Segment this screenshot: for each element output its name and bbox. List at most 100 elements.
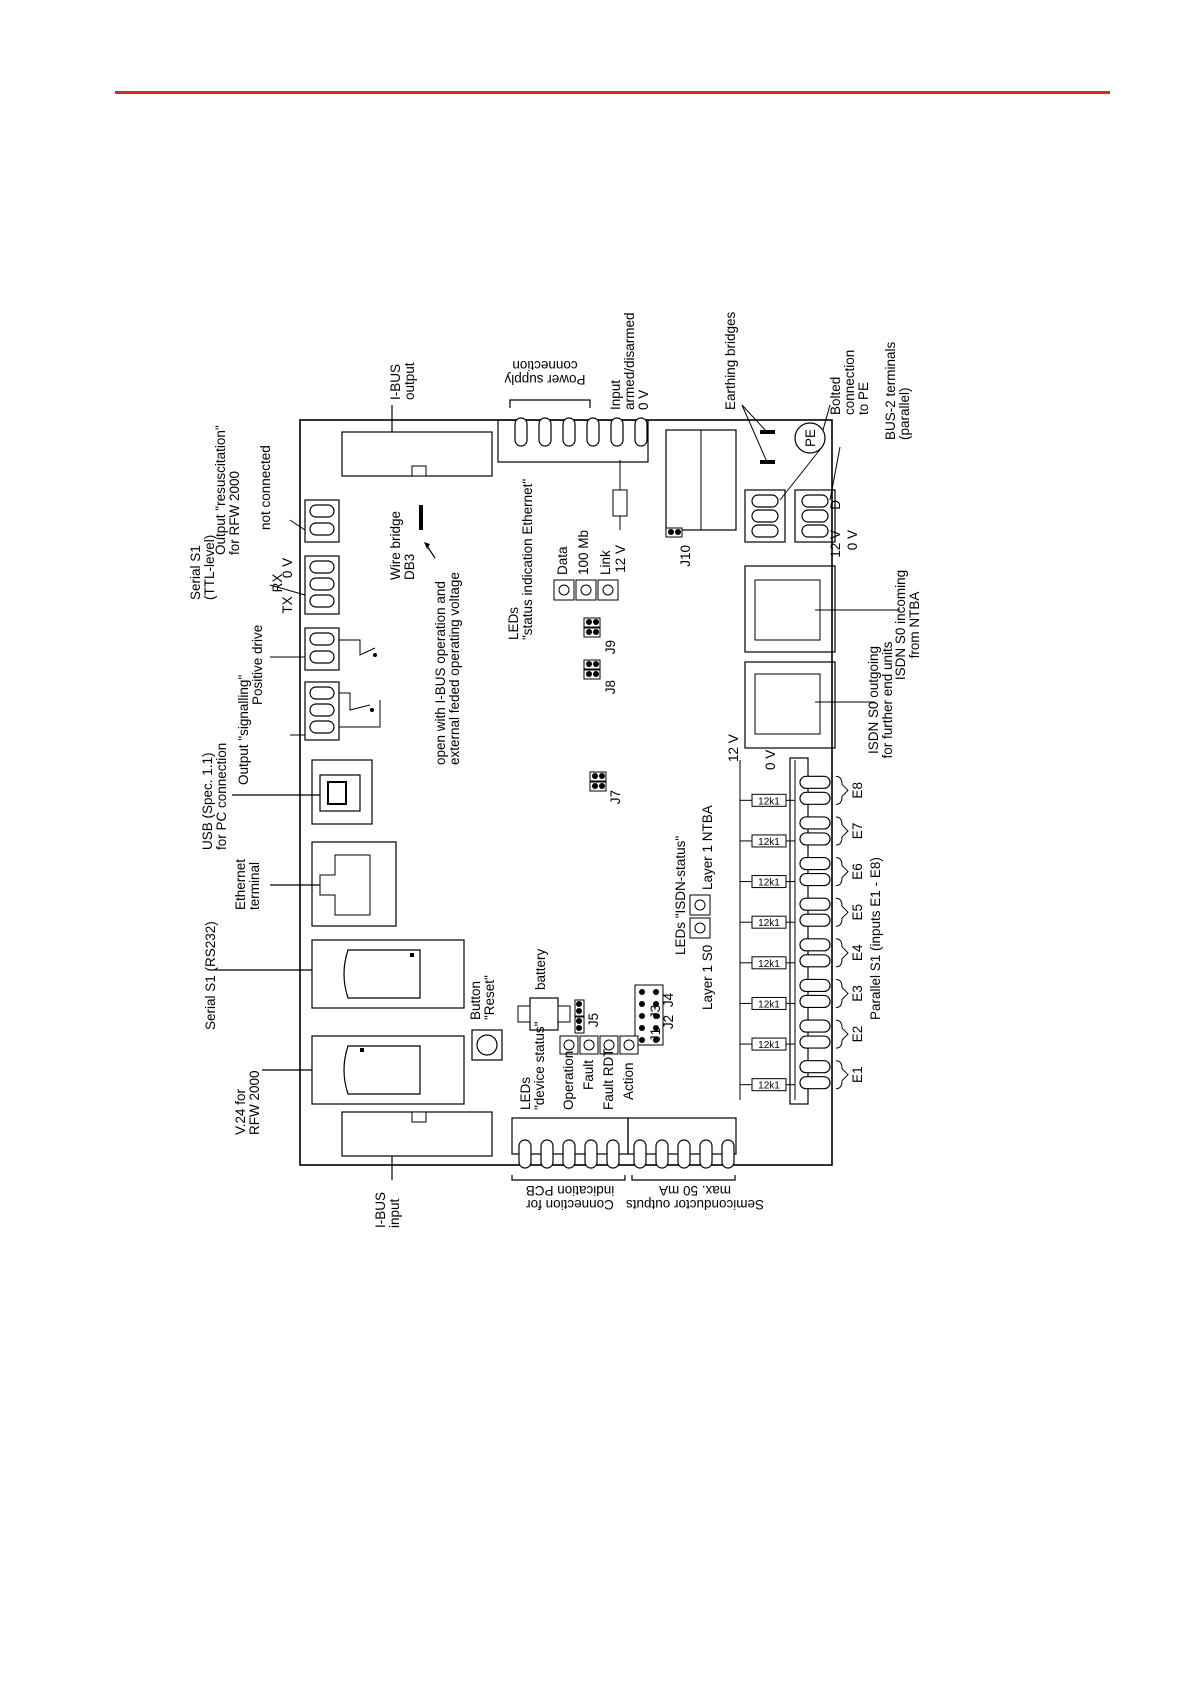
svg-text:J2: J2 xyxy=(661,1015,676,1029)
svg-text:J10: J10 xyxy=(678,545,693,567)
svg-text:J1: J1 xyxy=(648,1028,663,1042)
not-connected-label: not connected xyxy=(258,445,273,530)
svg-text:Action: Action xyxy=(621,1062,636,1100)
svg-text:from NTBA: from NTBA xyxy=(907,592,922,659)
svg-text:0 V: 0 V xyxy=(845,530,860,550)
bus2-label: BUS-2 terminals (parallel) xyxy=(883,341,912,440)
v24-label: V.24 for RFW 2000 xyxy=(233,1070,262,1135)
svg-text:PE: PE xyxy=(803,429,818,447)
open-with-label: open with I-BUS operation and external f… xyxy=(433,572,462,765)
isdn-in-label: ISDN S0 incoming from NTBA xyxy=(893,570,922,680)
svg-text:Button: Button xyxy=(468,981,483,1020)
input-row-e5: 12k1 E5 xyxy=(740,897,865,929)
j8-label: J8 xyxy=(603,680,618,694)
action-label: Action xyxy=(621,1062,636,1100)
svg-text:Output "signalling": Output "signalling" xyxy=(236,675,251,785)
resistor-label: 12k1 xyxy=(758,918,780,929)
v12-top-label: 12 V xyxy=(613,545,628,573)
zero-v-label: 0 V xyxy=(280,558,295,578)
svg-text:Parallel S1 (inputs E1 - E8): Parallel S1 (inputs E1 - E8) xyxy=(868,857,883,1020)
svg-text:Link: Link xyxy=(598,550,613,575)
bolted-label: Bolted connection to PE xyxy=(828,350,871,415)
bus-0v-label: 0 V xyxy=(845,530,860,550)
output-resuscitation-label: Output "resuscitation" for RFW 2000 xyxy=(213,425,242,555)
input-label: E5 xyxy=(850,904,865,921)
input-label: E3 xyxy=(850,985,865,1002)
svg-text:Semiconductor outputs: Semiconductor outputs xyxy=(626,1197,764,1212)
svg-text:V.24 for: V.24 for xyxy=(233,1088,248,1135)
mb100-label: 100 Mb xyxy=(576,530,591,575)
svg-text:for RFW 2000: for RFW 2000 xyxy=(227,471,242,555)
ethernet-terminal xyxy=(270,841,397,927)
svg-text:Operation: Operation xyxy=(561,1051,576,1110)
svg-text:J5: J5 xyxy=(586,1013,601,1027)
positive-drive-terminal xyxy=(270,627,377,671)
resistor-label: 12k1 xyxy=(758,878,780,889)
svg-text:0 V: 0 V xyxy=(636,390,651,410)
input-armed-label: Input armed/disarmed 0 V xyxy=(608,312,651,410)
semiconductor-label: Semiconductor outputs max. 50 mA xyxy=(626,1183,764,1212)
bus2-terminals xyxy=(744,446,841,543)
svg-text:Positive drive: Positive drive xyxy=(250,625,265,705)
svg-text:J7: J7 xyxy=(608,790,623,804)
svg-text:TX: TX xyxy=(280,596,295,613)
svg-text:Output "resuscitation": Output "resuscitation" xyxy=(213,425,228,555)
battery xyxy=(517,997,571,1031)
header-rule xyxy=(115,91,1110,94)
layer1-ntba-label: Layer 1 NTBA xyxy=(700,805,715,890)
inputs-section xyxy=(739,757,809,1105)
fault-rdt-label: Fault RDT xyxy=(601,1048,616,1110)
svg-text:"status indication Ethernet": "status indication Ethernet" xyxy=(520,479,535,640)
input-label: E4 xyxy=(850,944,865,961)
svg-text:J9: J9 xyxy=(603,640,618,654)
wire-bridge-label: Wire bridge DB3 xyxy=(388,511,417,580)
svg-text:connection: connection xyxy=(842,350,857,415)
svg-text:12 V: 12 V xyxy=(828,530,843,558)
svg-text:external feded operating volta: external feded operating voltage xyxy=(447,572,462,765)
link-label: Link xyxy=(598,550,613,575)
semiconductor-outputs-connector xyxy=(627,1117,737,1181)
positive-drive-label: Positive drive xyxy=(250,625,265,705)
device-status-leds xyxy=(559,1035,639,1055)
pe-terminal: PE xyxy=(794,404,831,454)
rx-label: RX xyxy=(270,574,285,593)
isdn-outgoing-jack xyxy=(744,661,875,749)
svg-text:Fault RDT: Fault RDT xyxy=(601,1048,616,1110)
battery-label: battery xyxy=(533,948,548,990)
layer1-s0-label: Layer 1 S0 xyxy=(700,945,715,1010)
serial-rs232-label: Serial S1 (RS232) xyxy=(203,921,218,1030)
j10-jumper xyxy=(665,527,683,538)
j5-label: J5 xyxy=(586,1013,601,1027)
input-label: E1 xyxy=(850,1066,865,1083)
resistor-label: 12k1 xyxy=(758,796,780,807)
isdn-leds xyxy=(689,894,711,939)
leds-isdn-label: LEDs "ISDN-status" xyxy=(673,836,688,955)
svg-text:100 Mb: 100 Mb xyxy=(576,530,591,575)
svg-text:J8: J8 xyxy=(603,680,618,694)
j9-jumper xyxy=(583,617,601,638)
svg-text:LEDs "ISDN-status": LEDs "ISDN-status" xyxy=(673,836,688,955)
svg-text:Serial S1: Serial S1 xyxy=(188,545,203,600)
resistor-label: 12k1 xyxy=(758,837,780,848)
j7-label: J7 xyxy=(608,790,623,804)
svg-text:input: input xyxy=(387,1198,402,1228)
j7-jumper xyxy=(589,771,607,792)
svg-text:Connection for: Connection for xyxy=(526,1197,614,1212)
input-label: E7 xyxy=(850,823,865,840)
svg-text:LEDs: LEDs xyxy=(506,607,521,640)
svg-text:output: output xyxy=(402,362,417,400)
svg-text:D: D xyxy=(828,500,843,510)
svg-text:Input: Input xyxy=(608,380,623,410)
svg-text:open with I-BUS operation and: open with I-BUS operation and xyxy=(433,581,448,765)
resistor-label: 12k1 xyxy=(758,1040,780,1051)
svg-text:to PE: to PE xyxy=(856,382,871,415)
svg-text:Data: Data xyxy=(555,546,570,575)
svg-text:Ethernet: Ethernet xyxy=(233,859,248,910)
resistor-label: 12k1 xyxy=(758,999,780,1010)
v0-inputs-label: 0 V xyxy=(763,750,778,770)
resistor-label: 12k1 xyxy=(758,1081,780,1092)
ethernet-label: Ethernet terminal xyxy=(233,859,262,910)
j8-jumper xyxy=(583,659,601,680)
